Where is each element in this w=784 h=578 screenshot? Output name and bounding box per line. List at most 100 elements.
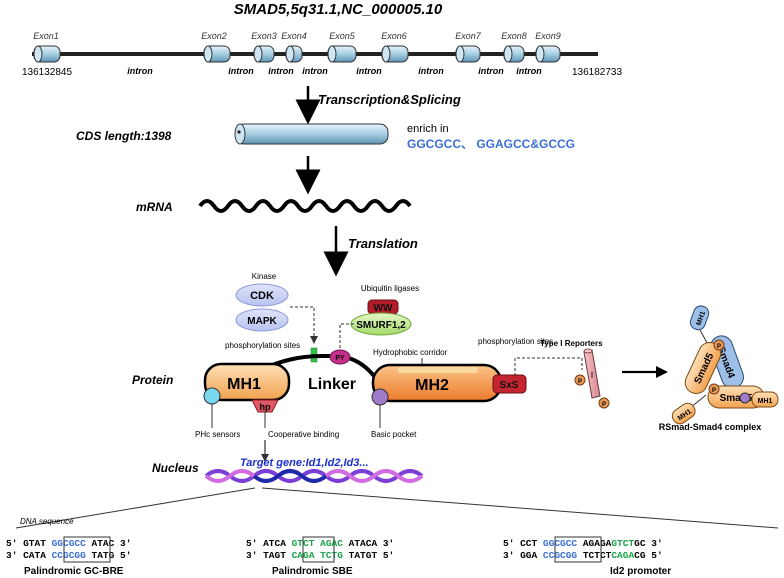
basic-label: Basic pocket: [371, 430, 417, 439]
phos-sites-right-label: phosphorylation sites: [478, 337, 553, 346]
id2-bottom-sbe: CAGA: [611, 550, 634, 561]
phospho-p-top-label: P: [578, 379, 582, 385]
id2-top-sbe: GTCT: [611, 538, 634, 549]
phc-label: PHc sensors: [195, 430, 240, 439]
exon-3: Exon3: [251, 31, 277, 63]
sbe-top-core2: AGAC: [314, 538, 343, 549]
translation-label: Translation: [348, 236, 418, 251]
exon-6-label: Exon6: [381, 31, 407, 41]
ubiquitin-dashed-connector: [339, 323, 354, 352]
phos-sites-left-label: phosphorylation sites: [225, 341, 300, 350]
exon-6: Exon6: [381, 31, 409, 63]
page-title: SMAD5,5q31.1,NC_000005.10: [234, 1, 443, 18]
id2-bottom-3: CG 5': [634, 550, 663, 561]
enrich-motifs: GGCGCC、 GGAGCC&GCCG: [407, 137, 575, 151]
gene-end-coordinate: 136182733: [572, 67, 622, 78]
mapk-label: MAPK: [247, 316, 277, 327]
gc-bre-name: Palindromic GC-BRE: [24, 566, 124, 577]
exon-9: Exon9: [535, 31, 561, 63]
coop-label: Cooperative binding: [268, 430, 339, 439]
cds-cylinder: [234, 123, 389, 145]
hp-hairpin: [251, 399, 279, 413]
intron-label: intron: [418, 66, 444, 76]
id2-bottom-5: 3' GGA: [503, 550, 543, 561]
sbe-name: Palindromic SBE: [272, 566, 353, 577]
sbe-top-3: ATACA 3': [343, 538, 394, 549]
reporter-i-label: I: [591, 370, 594, 380]
exon-4: Exon4: [281, 31, 307, 63]
complex-p-2-label: P: [712, 388, 716, 394]
svg-text:5' GTAT GGCGCC ATAC 3': 5' GTAT GGCGCC ATAC 3': [6, 538, 131, 549]
exon-7: Exon7: [455, 31, 482, 63]
complex-arrowhead: [656, 366, 668, 378]
target-gene-label: Target gene:Id1,Id2,Id3...: [240, 457, 369, 469]
py-motif: [329, 349, 351, 365]
id2-name: Id2 promoter: [610, 566, 671, 577]
mh1-label: MH1: [227, 376, 261, 393]
id2-promoter-sequence: 5' CCT GGCGCC AGAGAGTCTGC 3' 3' GGA CCGC…: [503, 536, 671, 577]
sbe-top-5: 5' ATCA: [246, 538, 292, 549]
id2-top-5: 5' CCT: [503, 538, 543, 549]
cdk-ellipse: [235, 283, 289, 307]
intron-label: intron: [127, 66, 153, 76]
cds-length-label: CDS length:1398: [76, 129, 172, 143]
id2-bottom-mid: TCTCT: [577, 550, 612, 561]
complex-p-1-label: P: [717, 344, 721, 350]
svg-text:3' CATA CCGCGG TATG 5': 3' CATA CCGCGG TATG 5': [6, 550, 131, 561]
complex-mh1-right: MH1: [758, 398, 773, 405]
mrna-label: mRNA: [136, 200, 173, 214]
id2-top-core: GGCGCC: [543, 538, 578, 549]
smurf-label: SMURF1,2: [356, 320, 406, 331]
gc-bre-bottom-5: 3' CATA: [6, 550, 52, 561]
gc-bre-bottom-core: CCGCGG: [52, 550, 87, 561]
id2-top-mid: AGAGA: [577, 538, 612, 549]
hydrophobic-label: Hydrophobic corridor: [373, 348, 448, 357]
rsmad-smad4-complex: Smad4 Smad5 Smad5 MH1 MH1 MH1 P P: [671, 305, 779, 425]
intron-label: intron: [228, 66, 254, 76]
sbe-sequence: 5' ATCA GTCT AGAC ATACA 3' 3' TAGT CAGA …: [246, 536, 394, 577]
sbe-bottom-5: 3' TAGT: [246, 550, 292, 561]
gc-bre-box: [63, 536, 111, 563]
py-label: PY: [335, 355, 345, 362]
coop-arrowhead: [261, 454, 269, 462]
phospho-p-bottom-label: P: [602, 402, 606, 408]
ww-label: WW: [374, 303, 393, 314]
mapk-ellipse: [235, 308, 289, 332]
exon-2-label: Exon2: [201, 31, 227, 41]
dna-helix: [204, 469, 424, 483]
sxs-motif: [492, 374, 527, 394]
sbe-box: [302, 536, 335, 563]
exon-5: Exon5: [327, 31, 357, 63]
mh1-domain: [203, 362, 291, 402]
reporters-label: Type I Reporters: [540, 339, 603, 348]
gc-bre-bottom-3: TATG 5': [86, 550, 132, 561]
exon-1-label: Exon1: [33, 31, 59, 41]
complex-mh1-top: MH1: [696, 310, 708, 326]
complex-smad5-bottom-label: Smad5: [720, 393, 753, 404]
complex-p-1: [713, 339, 725, 351]
exon-4-label: Exon4: [281, 31, 307, 41]
intron-label: intron: [478, 66, 504, 76]
gc-bre-top-core: GGCGCC: [52, 538, 87, 549]
intron-label: intron: [268, 66, 294, 76]
svg-text:3' GGA CCGCGG TCTCTCAGACG 5': 3' GGA CCGCGG TCTCTCAGACG 5': [503, 550, 663, 561]
exon-1: Exon1: [33, 31, 61, 63]
exon-8-label: Exon8: [501, 31, 527, 41]
ubiquitin-label: Ubiquitin ligases: [361, 284, 419, 293]
phos-right-connector: [514, 357, 583, 376]
mh2-label: MH2: [415, 377, 449, 394]
exon-5-label: Exon5: [329, 31, 356, 41]
exon-7-label: Exon7: [455, 31, 482, 41]
cdk-label: CDK: [250, 290, 274, 302]
intron-label: intron: [516, 66, 542, 76]
hydrophobic-corridor: [398, 367, 478, 373]
exon-9-label: Exon9: [535, 31, 561, 41]
id2-top-3: GC 3': [634, 538, 663, 549]
complex-label: RSmad-Smad4 complex: [659, 422, 762, 432]
sxs-label: SxS: [500, 380, 519, 391]
mrna-wave: [198, 199, 412, 213]
gc-bre-sequence: 5' GTAT GGCGCC ATAC 3' 3' CATA CCGCGG TA…: [6, 536, 131, 577]
enrich-label: enrich in: [407, 123, 449, 135]
gc-bre-top-5: 5' GTAT: [6, 538, 52, 549]
hp-label: hp: [260, 402, 271, 412]
